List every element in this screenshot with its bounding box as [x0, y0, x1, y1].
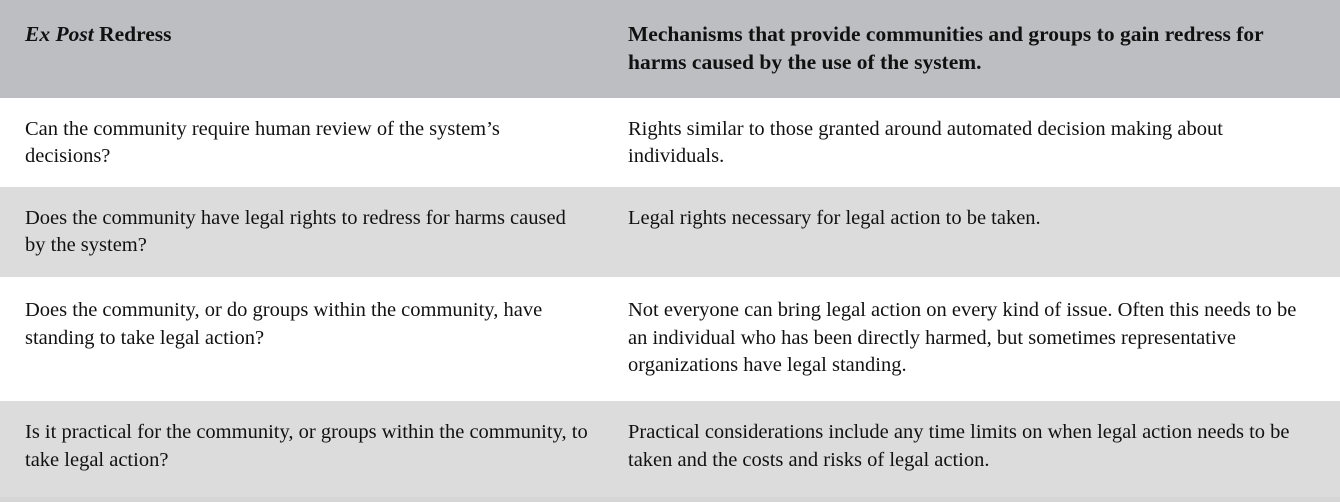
row-answer-text: Practical considerations include any tim…: [628, 421, 1290, 471]
row-question: Is it practical for the community, or gr…: [0, 401, 628, 497]
row-question-text: Can the community require human review o…: [25, 117, 500, 168]
table-row: Can the community require human review o…: [0, 97, 1340, 181]
header-cell-category: Ex Post Redress: [0, 0, 628, 48]
row-answer: Not everyone can bring legal action on e…: [628, 279, 1340, 395]
table-header-row: Ex Post Redress Mechanisms that provide …: [0, 0, 1340, 98]
row-question-text: Is it practical for the community, or gr…: [25, 421, 588, 471]
row-answer: Practical considerations include any tim…: [628, 401, 1340, 497]
row-question: Can the community require human review o…: [0, 98, 628, 181]
row-answer-text: Rights similar to those granted around a…: [628, 117, 1223, 168]
row-divider: [0, 180, 1340, 187]
row-question-text: Does the community, or do groups within …: [25, 299, 543, 349]
row-answer: Rights similar to those granted around a…: [628, 98, 1340, 181]
table-bottom-edge: [0, 497, 1340, 502]
header-category-rest: Redress: [93, 22, 172, 46]
table-row: Does the community have legal rights to …: [0, 186, 1340, 278]
row-question-text: Does the community have legal rights to …: [25, 206, 566, 257]
header-cell-description: Mechanisms that provide communities and …: [628, 22, 1264, 74]
row-answer-text: Legal rights necessary for legal action …: [628, 206, 1041, 229]
row-divider: [0, 277, 1340, 280]
row-answer: Legal rights necessary for legal action …: [628, 187, 1340, 278]
row-divider: [0, 395, 1340, 402]
table-row: Does the community, or do groups within …: [0, 279, 1340, 396]
row-question: Does the community, or do groups within …: [0, 279, 628, 395]
header-category-emphasis: Ex Post: [25, 22, 94, 46]
table-row: Is it practical for the community, or gr…: [0, 401, 1340, 498]
row-answer-text: Not everyone can bring legal action on e…: [628, 299, 1297, 377]
row-question: Does the community have legal rights to …: [0, 187, 628, 278]
